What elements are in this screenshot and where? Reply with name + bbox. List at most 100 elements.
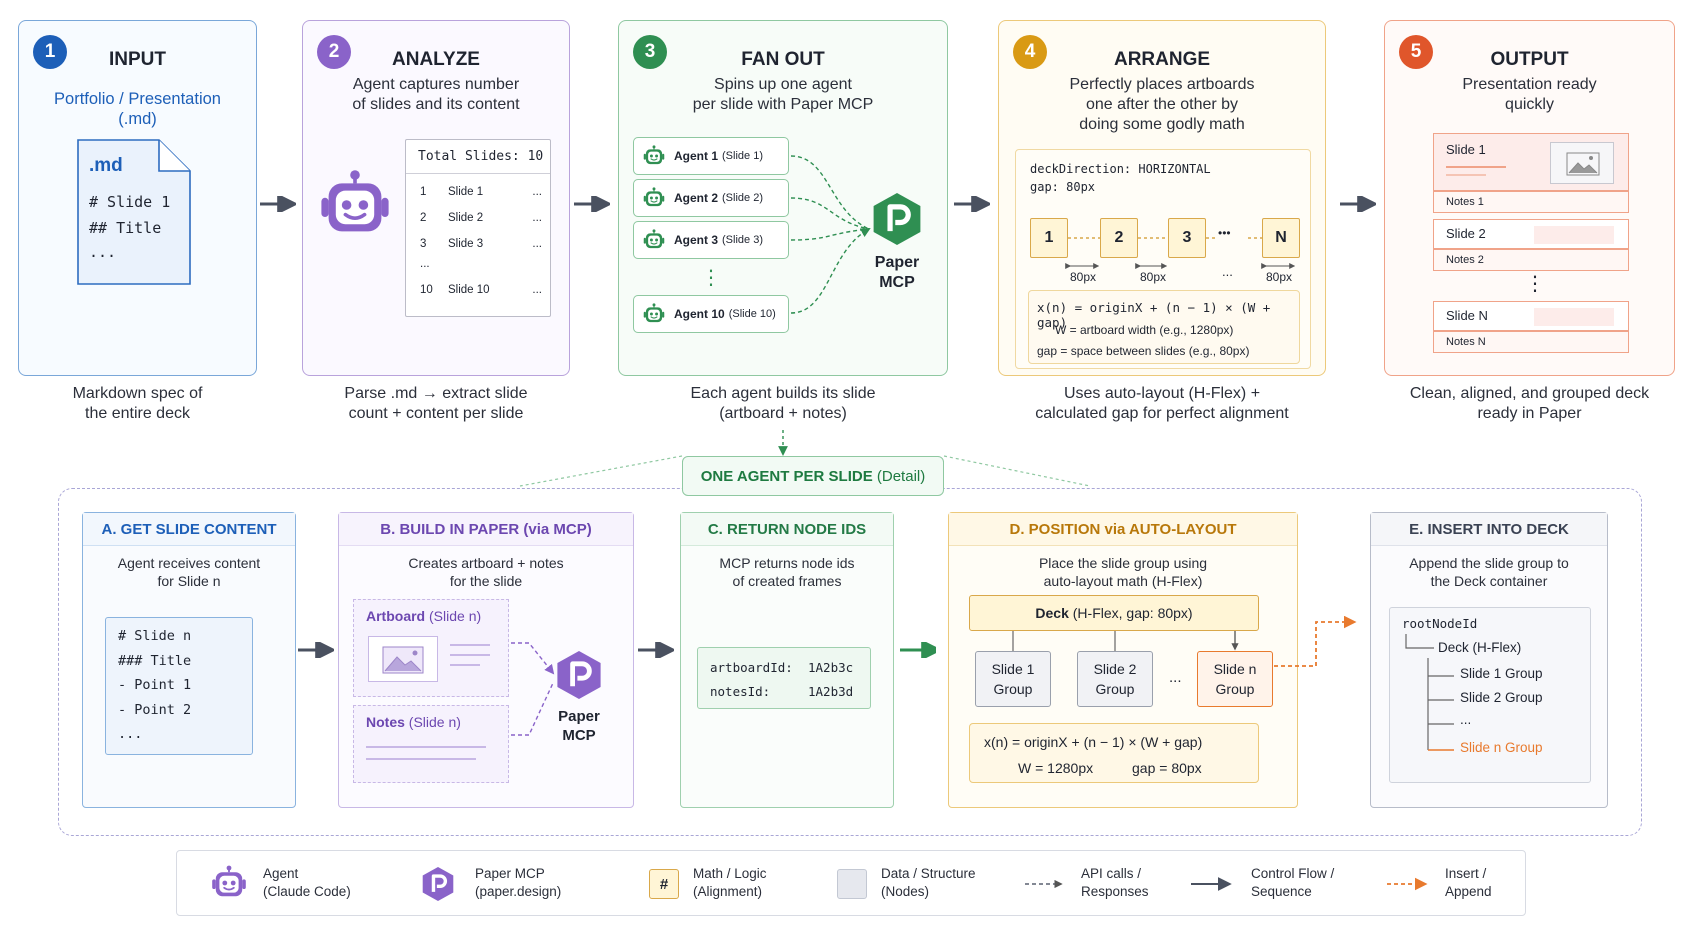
badge-title: ONE AGENT PER SLIDE — [700, 467, 873, 485]
legend-line: Sequence — [1251, 884, 1312, 899]
solid-arrow-icon — [1191, 877, 1232, 891]
stage-title-output: OUTPUT — [1490, 49, 1569, 70]
agent-label: Agent 3 — [674, 233, 719, 247]
agent-slide: (Slide 2) — [722, 192, 763, 204]
flow-arrow-1 — [260, 196, 296, 212]
ellipsis: ... — [420, 258, 430, 270]
flow-arrow-4 — [1340, 196, 1376, 212]
gap-connectors — [1065, 237, 1296, 269]
agents-ellipsis: ⋮ — [701, 267, 721, 289]
notes-sub: (Slide n) — [408, 714, 461, 730]
caption-line: Markdown spec of — [72, 385, 203, 402]
code-gap: gap: 80px — [1030, 180, 1096, 194]
content-line: ### Title — [118, 652, 192, 669]
stage-number-4: 4 — [1013, 35, 1047, 69]
card-title: C. RETURN NODE IDS — [681, 513, 893, 546]
groups-ellipsis: ... — [1169, 669, 1182, 686]
caption-line: (artboard + notes) — [719, 405, 847, 422]
api-call-lines — [790, 155, 871, 314]
row-num: 1 — [420, 186, 427, 198]
paper-mcp-logo — [421, 865, 455, 903]
deck-connectors — [1012, 631, 1239, 651]
slides-ellipsis: ⋮ — [1525, 273, 1545, 295]
agent-box-10: Agent 10(Slide 10) — [633, 295, 789, 333]
robot-icon — [642, 303, 666, 325]
row-num: 10 — [420, 284, 433, 296]
caption-line: ready in Paper — [1477, 405, 1582, 422]
desc-line: of created frames — [732, 573, 842, 589]
detail-card-insert: E. INSERT INTO DECK Append the slide gro… — [1370, 512, 1608, 808]
flow-arrow-2 — [574, 196, 610, 212]
stage-fan-out: 3 FAN OUT Spins up one agent per slide w… — [618, 20, 948, 376]
card-desc: Place the slide group using auto-layout m… — [949, 554, 1297, 590]
legend-line: (Alignment) — [693, 884, 763, 899]
stage-number-1: 1 — [33, 35, 67, 69]
table-header: Total Slides: 10 — [406, 140, 550, 174]
gap-value: gap = 80px — [1132, 760, 1202, 776]
legend-line: Control Flow / — [1251, 866, 1335, 881]
desc-line: auto-layout math (H-Flex) — [1043, 573, 1203, 589]
desc-line: Place the slide group using — [1038, 555, 1208, 571]
label-line: Paper — [558, 708, 600, 725]
text-line — [450, 664, 480, 666]
flow-arrow-a-b — [298, 642, 334, 658]
output-slide-n: Slide N — [1433, 301, 1629, 331]
slide-line — [1446, 174, 1486, 176]
text-line — [366, 758, 476, 760]
artboard-box-n: N — [1262, 218, 1300, 258]
output-notes-2: Notes 2 — [1433, 249, 1629, 271]
position-formula: x(n) = originX + (n − 1) × (W + gap) — [1037, 300, 1271, 330]
desc-line: for the slide — [449, 573, 523, 589]
stage-title-analyze: ANALYZE — [392, 49, 480, 70]
stage-desc-a: Perfectly places artboards — [1069, 76, 1255, 93]
stage-arrange: 4 ARRANGE Perfectly places artboards one… — [998, 20, 1326, 376]
slide-thumb — [1534, 308, 1614, 326]
output-notes-n: Notes N — [1433, 331, 1629, 353]
desc-line: Append the slide group to — [1409, 555, 1569, 571]
artboard-label: Artboard — [366, 608, 426, 624]
caption-line: Clean, aligned, and grouped deck — [1409, 385, 1650, 402]
stage-title-fan-out: FAN OUT — [741, 49, 825, 70]
artboard-box-2: 2 — [1100, 218, 1138, 258]
text-line — [450, 644, 490, 646]
legend-api: API calls /Responses — [1081, 865, 1149, 901]
artboard-box-1: 1 — [1030, 218, 1068, 258]
content-line: ... — [118, 726, 143, 742]
text-line — [450, 654, 490, 656]
md-extension: .md — [89, 155, 123, 176]
group-line: Slide 2 — [1093, 661, 1137, 677]
legend-math: Math / Logic(Alignment) — [693, 865, 767, 901]
markdown-file-icon: .md # Slide 1 ## Title ... — [77, 139, 191, 285]
agent-label: Agent 10 — [674, 307, 725, 321]
slide-group-2: Slide 2 Group — [1077, 651, 1153, 707]
agent-box-2: Agent 2(Slide 2) — [633, 179, 789, 217]
data-structure-icon — [837, 869, 867, 899]
card-title: B. BUILD IN PAPER (via MCP) — [339, 513, 633, 546]
legend-line: (Claude Code) — [263, 884, 351, 899]
group-line: Group — [1095, 681, 1135, 697]
hash-icon: # — [649, 869, 679, 899]
group-line: Slide n — [1213, 661, 1257, 677]
id-key: notesId: — [710, 684, 771, 699]
output-slide-1: Slide 1 — [1433, 133, 1629, 191]
stage-subtitle-b: (.md) — [118, 110, 157, 128]
stage-desc-a: Presentation ready — [1462, 76, 1597, 93]
group-line: Group — [1215, 681, 1255, 697]
code-deck-direction: deckDirection: HORIZONTAL — [1030, 162, 1211, 176]
slide-thumb — [1534, 226, 1614, 244]
legend-insert: Insert /Append — [1445, 865, 1492, 901]
caption-output: Clean, aligned, and grouped deck ready i… — [1384, 384, 1675, 424]
agent-label: Agent 1 — [674, 149, 719, 163]
stage-subtitle-a: Portfolio / Presentation — [54, 90, 221, 108]
card-title: A. GET SLIDE CONTENT — [83, 513, 295, 546]
deck-node: Deck (H-Flex) — [1438, 640, 1522, 655]
md-line-1: # Slide 1 — [89, 193, 171, 211]
row-slide: Slide 10 — [448, 284, 490, 296]
paper-mcp-label: Paper MCP — [859, 253, 935, 293]
caption-line: calculated gap for perfect alignment — [1035, 405, 1289, 422]
tree-child: Slide 1 Group — [1460, 666, 1543, 681]
node-tree: rootNodeId Deck (H-Flex) Slide 1 Group S… — [1389, 607, 1591, 783]
stage-title-input: INPUT — [109, 49, 166, 70]
